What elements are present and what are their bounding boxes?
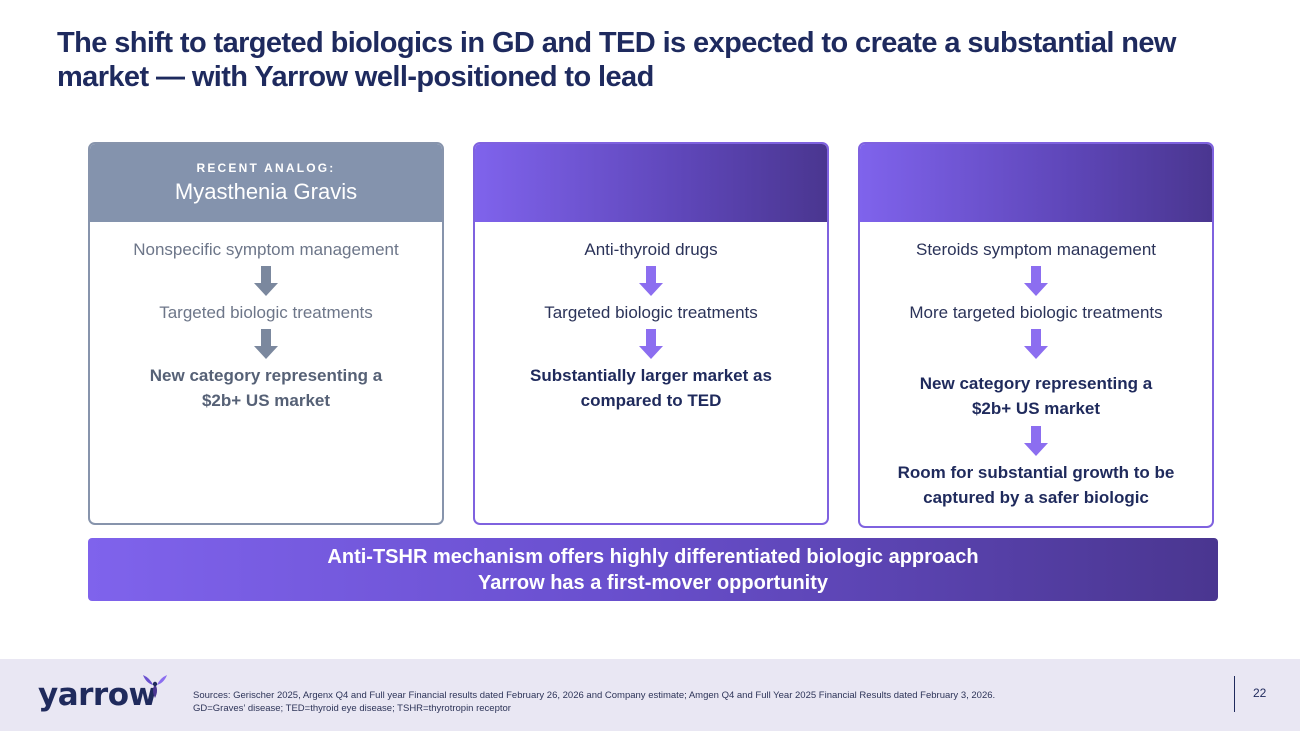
- page-number: 22: [1253, 686, 1267, 700]
- sources-line-1: Sources: Gerischer 2025, Argenx Q4 and F…: [193, 690, 996, 701]
- step-2: Targeted biologic treatments: [544, 303, 758, 322]
- step-2: Targeted biologic treatments: [159, 303, 373, 322]
- banner-line-2: Yarrow has a first-mover opportunity: [477, 571, 829, 594]
- step-3-outcome: New category representing a $2b+ US mark…: [919, 374, 1153, 418]
- step-2: More targeted biologic treatments: [909, 303, 1163, 322]
- step-3-outcome: Substantially larger market as compared …: [530, 366, 772, 410]
- step-3-outcome: New category representing a $2b+ US mark…: [149, 366, 383, 410]
- arrow-down-icon: [1024, 266, 1048, 296]
- card-body: Nonspecific symptom management Targeted …: [90, 222, 442, 413]
- arrow-down-icon: [639, 329, 663, 359]
- arrow-down-icon: [254, 266, 278, 296]
- card-myasthenia-gravis: RECENT ANALOG: Myasthenia Gravis Nonspec…: [88, 142, 444, 525]
- step-1: Anti-thyroid drugs: [584, 240, 718, 259]
- arrow-down-icon: [639, 266, 663, 296]
- card-thyroid-eye-disease: Steroids symptom management More targete…: [858, 142, 1214, 528]
- slide-title: The shift to targeted biologics in GD an…: [57, 27, 1176, 93]
- logo-text: yarrow: [38, 677, 157, 713]
- step-4-outcome: Room for substantial growth to be captur…: [897, 463, 1175, 507]
- step-1: Nonspecific symptom management: [133, 240, 399, 259]
- card-heading: Myasthenia Gravis: [174, 179, 358, 204]
- yarrow-logo: yarrow: [38, 673, 168, 717]
- banner-line-1: Anti-TSHR mechanism offers highly differ…: [327, 545, 979, 568]
- footer-divider: [1234, 676, 1235, 712]
- card-header: [475, 144, 827, 222]
- footer: yarrow Sources: Gerischer 2025, Argenx Q…: [0, 659, 1300, 731]
- arrow-down-icon: [1024, 329, 1048, 359]
- card-body: Anti-thyroid drugs Targeted biologic tre…: [475, 222, 827, 413]
- sources-note: Sources: Gerischer 2025, Argenx Q4 and F…: [193, 689, 1203, 715]
- sources-line-2: GD=Graves’ disease; TED=thyroid eye dise…: [193, 703, 511, 714]
- card-body: Steroids symptom management More targete…: [860, 222, 1212, 510]
- card-eyebrow: RECENT ANALOG:: [196, 161, 336, 175]
- card-graves-disease: Anti-thyroid drugs Targeted biologic tre…: [473, 142, 829, 525]
- arrow-down-icon: [1024, 426, 1048, 456]
- card-header: RECENT ANALOG: Myasthenia Gravis: [90, 144, 442, 222]
- card-header: [860, 144, 1212, 222]
- yarrow-logo-mark-icon: [143, 675, 167, 698]
- arrow-down-icon: [254, 329, 278, 359]
- step-1: Steroids symptom management: [916, 240, 1156, 259]
- conclusion-banner: Anti-TSHR mechanism offers highly differ…: [88, 538, 1218, 601]
